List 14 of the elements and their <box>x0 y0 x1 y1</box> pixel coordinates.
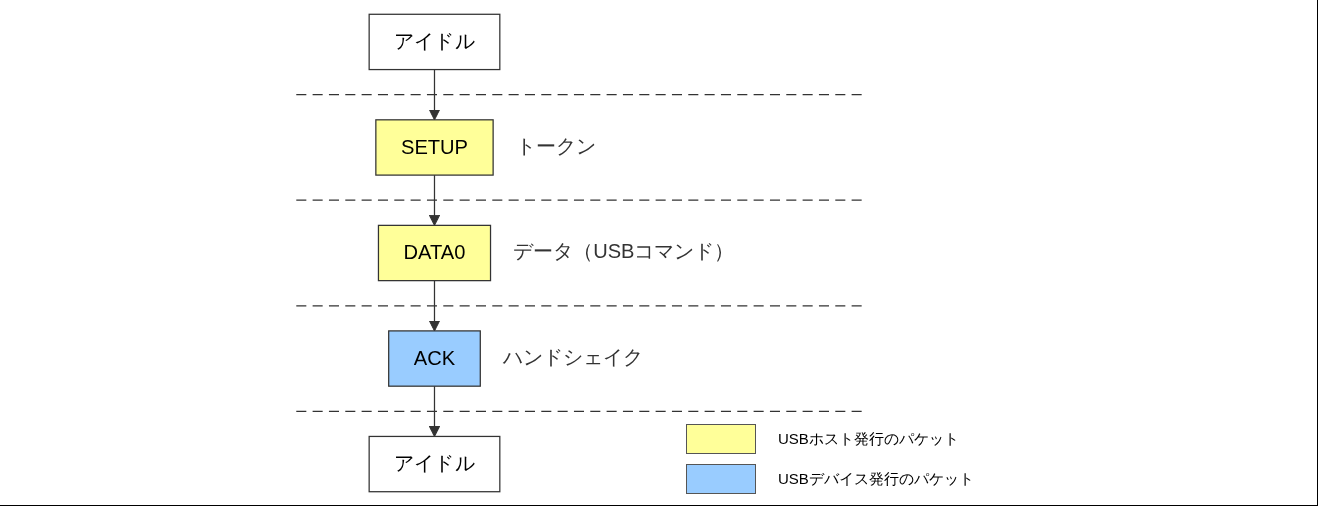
node-box: ACK <box>388 330 481 387</box>
node-box: SETUP <box>375 119 494 176</box>
stage-label: データ（USBコマンド） <box>513 240 735 263</box>
node-box: アイドル <box>368 13 501 71</box>
arrow <box>428 280 440 332</box>
arrow <box>428 385 440 437</box>
stage-label: ハンドシェイク <box>502 345 643 368</box>
node-box: アイドル <box>368 435 501 493</box>
arrow <box>428 68 440 121</box>
node-box: DATA0 <box>377 224 492 282</box>
legend-label: USBホスト発行のパケット <box>778 429 959 449</box>
arrow <box>428 174 440 226</box>
stage-label: トークン <box>515 134 596 157</box>
legend-label: USBデバイス発行のパケット <box>778 469 974 489</box>
